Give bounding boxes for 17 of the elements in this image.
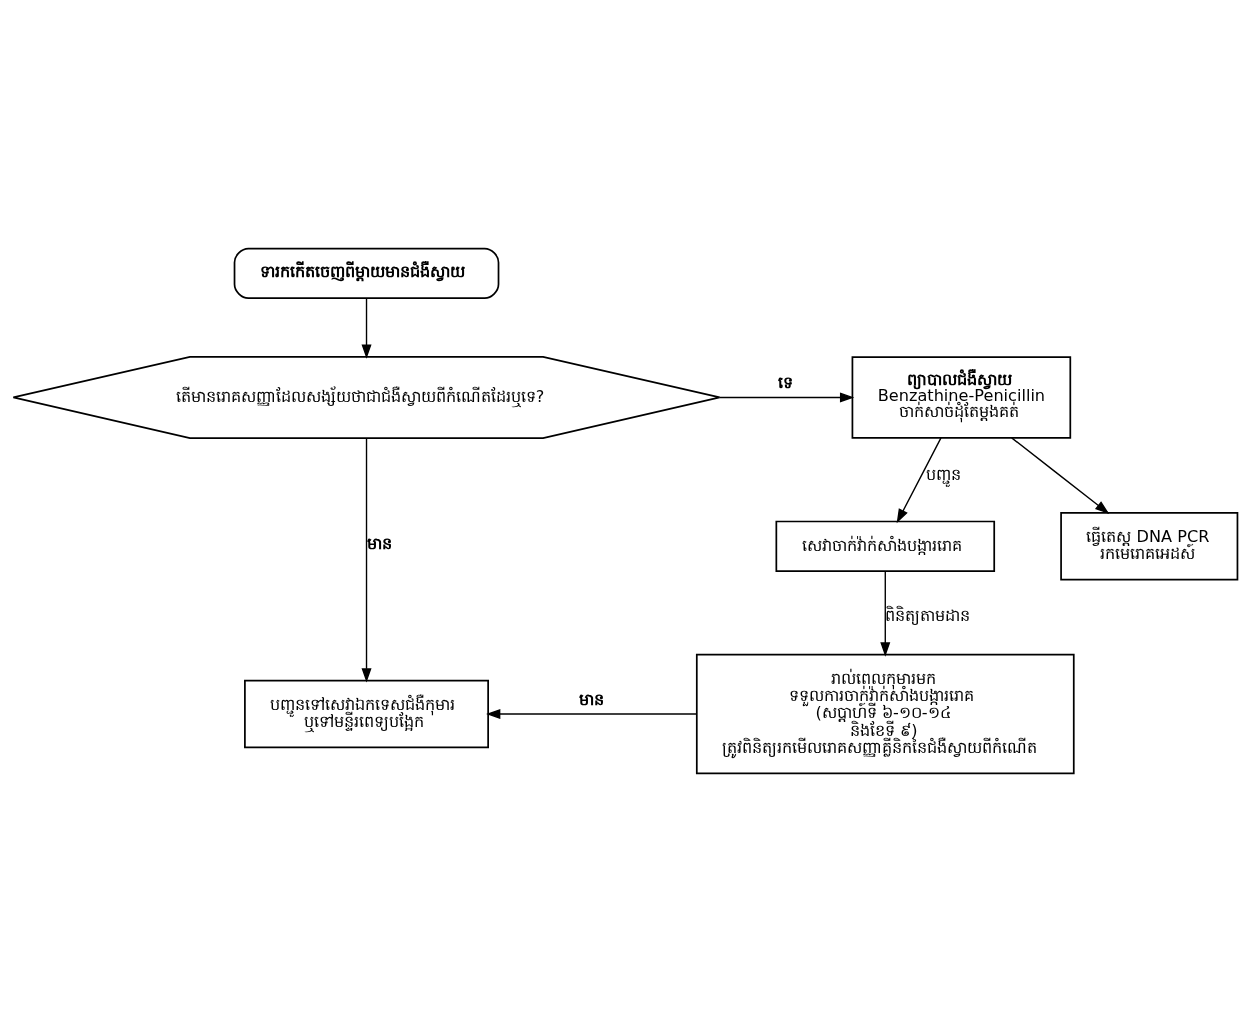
node-box: សេវាចាក់វ៉ាក់សាំងបង្ការរោគ (775, 520, 996, 572)
node-box: ព្យាបាលជំងឺស្វាយ Benzathine-Penicillin ចាក់សាច់ដុំតែម្តងគត់ (851, 356, 1072, 439)
edge-label: មាន (366, 534, 392, 554)
node-box: រាល់ពេលកុមារមក ទទួលការចាក់វ៉ាក់សាំងបង្ការរោគ (សប្តាហ៍ទី ៦-១០-១៤ និងខែទី ៩) ត្រូវពិនិត្យរកមើលរោគសញ្ញាគ្លីនិកនៃជំងឺស្វាយពីកំណើត (695, 653, 1075, 775)
node-box: បញ្ជូនទៅសេវាឯកទេសជំងឺកុមារ ឬទៅមន្ទីរពេទ្យបង្អែក (244, 679, 489, 749)
arrow (361, 437, 372, 683)
node-box: ទារកកើតចេញពីម្តាយមានជំងឺស្វាយ (233, 247, 500, 300)
arrow (1011, 437, 1110, 514)
edge-label: មាន (579, 690, 605, 710)
node-box: ធ្វើតេស្ត DNA PCR រកមេរោគអេដស៍ (1060, 512, 1239, 581)
arrow (486, 709, 698, 720)
arrow (880, 570, 891, 657)
arrow (719, 392, 855, 403)
edge-label: ពិនិត្យតាមដាន (885, 606, 971, 626)
arrow (896, 437, 942, 524)
arrow (361, 297, 372, 359)
edge-label: ទេ (777, 373, 793, 393)
